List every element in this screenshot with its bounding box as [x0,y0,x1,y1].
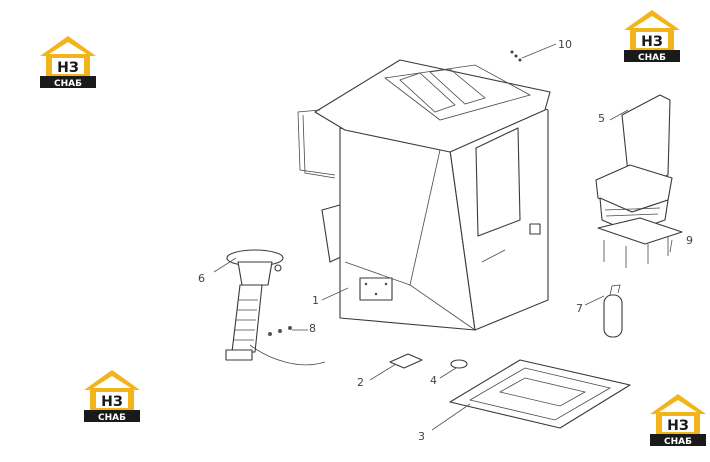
leader-lines [213,43,673,431]
operator-cab-icon [297,59,551,331]
logo-top-right: НЗ СНАБ [624,10,680,63]
callout-8: 8 [309,322,316,335]
callout-1: 1 [312,294,319,307]
callout-9: 9 [686,234,693,247]
callout-7: 7 [576,302,583,315]
logo-mark: НЗ [101,394,123,410]
seat-bolts [603,236,669,268]
bolt-set [268,326,292,336]
logo-word: СНАБ [664,437,692,447]
operator-seat-icon [595,94,683,245]
callout-10: 10 [558,38,572,51]
logo-word: СНАБ [98,413,126,423]
logo-word: СНАБ [54,79,82,89]
logo-top-left: НЗ СНАБ [40,36,96,89]
logo-bottom-right: НЗ СНАБ [650,394,706,447]
callout-2: 2 [357,376,364,389]
cap-disc [450,359,468,369]
callout-6: 6 [198,272,205,285]
logo-bottom-left: НЗ СНАБ [84,370,140,423]
access-plate [389,353,423,369]
steering-column-icon [225,249,326,366]
logo-word: СНАБ [638,53,666,63]
logo-mark: НЗ [57,60,79,76]
callout-3: 3 [418,430,425,443]
fire-extinguisher-icon [603,284,623,338]
roof-bolts [510,50,522,62]
callout-4: 4 [430,374,437,387]
logo-mark: НЗ [667,418,689,434]
logo-mark: НЗ [641,34,663,50]
callout-5: 5 [598,112,605,125]
floor-mat [449,359,631,429]
